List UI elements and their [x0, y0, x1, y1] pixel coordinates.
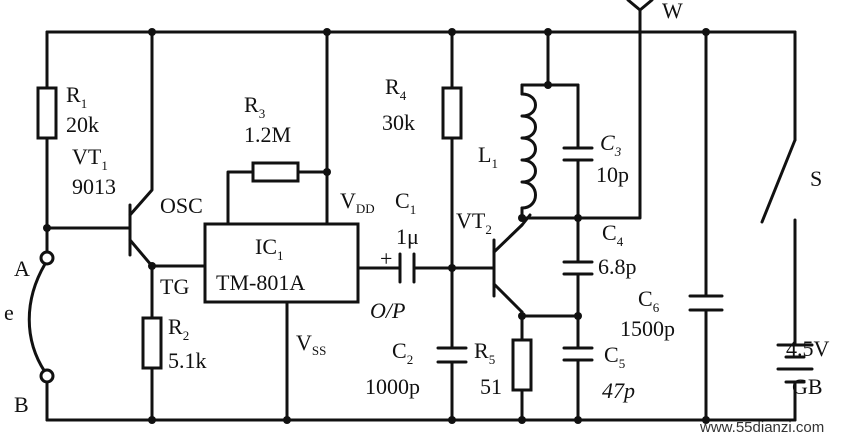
label-r1: R1	[66, 82, 87, 111]
resistor-r1	[36, 86, 58, 140]
label-r2-value: 5.1k	[168, 348, 207, 373]
label-osc: OSC	[160, 193, 203, 218]
label-r1-value: 20k	[66, 112, 99, 137]
label-c4-value: 6.8p	[598, 254, 637, 279]
label-antenna-w: W	[662, 0, 683, 23]
capacitor-c2	[436, 346, 468, 364]
label-r3: R3	[244, 92, 265, 121]
capacitor-c1	[398, 252, 416, 284]
label-vss: VSS	[296, 330, 326, 358]
label-vt1: VT1	[72, 144, 108, 173]
label-vt2: VT2	[456, 208, 492, 237]
label-c6-value: 1500p	[620, 316, 675, 341]
label-tg: TG	[160, 274, 189, 299]
label-output: O/P	[370, 298, 405, 323]
inductor-l1	[520, 92, 537, 210]
resistor-r4	[441, 86, 463, 140]
label-c5-value: 47p	[602, 378, 635, 403]
label-c1-value: 1μ	[396, 224, 419, 249]
label-battery-voltage: 4.5V	[786, 336, 830, 361]
label-r4: R4	[385, 74, 407, 103]
label-c6: C6	[638, 286, 660, 315]
capacitor-c5	[562, 346, 594, 362]
label-c1-plus: +	[380, 246, 392, 271]
label-terminal-a: A	[14, 256, 30, 281]
label-c2-value: 1000p	[365, 374, 420, 399]
label-l1: L1	[478, 142, 498, 171]
label-r5: R5	[474, 338, 495, 367]
terminal-a	[39, 250, 55, 266]
label-vt1-part: 9013	[72, 174, 116, 199]
label-c4: C4	[602, 220, 624, 249]
label-c5: C5	[604, 342, 625, 371]
resistor-r3	[251, 161, 300, 183]
label-r5-value: 51	[480, 374, 502, 399]
label-ic1-part: TM-801A	[216, 270, 305, 295]
junction-dots	[43, 28, 710, 424]
wires	[27, 0, 797, 422]
label-switch-s: S	[810, 166, 822, 191]
terminal-b	[39, 368, 55, 384]
label-r3-value: 1.2M	[244, 122, 291, 147]
label-ic1: IC1	[255, 234, 284, 263]
label-c2: C2	[392, 338, 413, 367]
label-c1: C1	[395, 188, 416, 217]
capacitor-c3	[562, 146, 594, 162]
resistor-r5	[511, 338, 533, 392]
label-r2: R2	[168, 314, 189, 343]
label-vdd: VDD	[340, 188, 375, 216]
capacitor-c6	[688, 294, 724, 312]
ic1-chip	[203, 222, 360, 304]
label-r4-value: 30k	[382, 110, 415, 135]
battery-gb	[776, 343, 814, 384]
label-battery-name: GB	[792, 374, 823, 399]
label-e: e	[4, 300, 14, 325]
capacitor-c4	[562, 260, 594, 276]
resistor-r2	[141, 316, 163, 370]
label-terminal-b: B	[14, 392, 29, 417]
label-c3: C3	[600, 130, 622, 159]
watermark: www.55dianzi.com	[699, 419, 824, 436]
label-c3-value: 10p	[596, 162, 629, 187]
